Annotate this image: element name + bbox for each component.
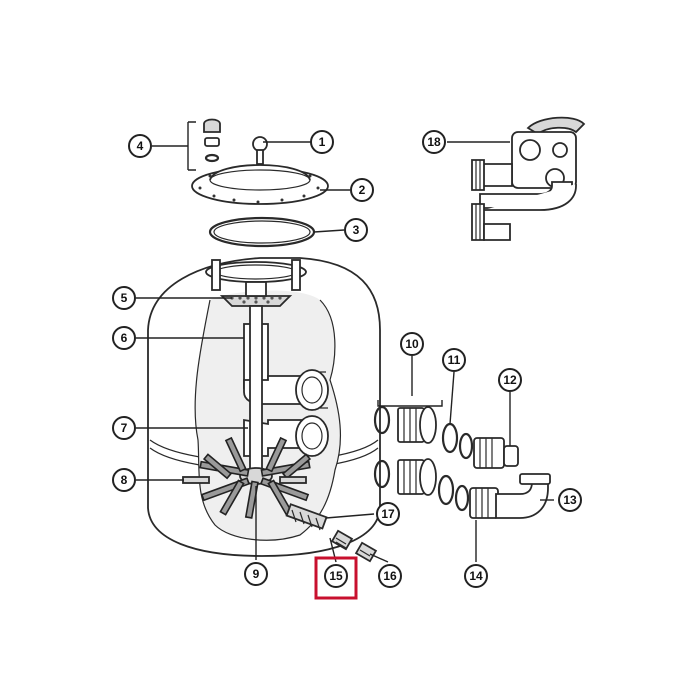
air-release-knob xyxy=(252,136,268,165)
drain-screen xyxy=(285,503,328,531)
svg-text:18: 18 xyxy=(427,135,441,149)
callout-2: 2 xyxy=(350,178,374,202)
callout-8: 8 xyxy=(112,468,136,492)
svg-text:16: 16 xyxy=(383,569,397,583)
svg-text:10: 10 xyxy=(405,337,419,351)
svg-text:1: 1 xyxy=(319,135,326,149)
svg-text:13: 13 xyxy=(563,493,577,507)
highlight-box-part-15 xyxy=(314,556,358,600)
diffuser xyxy=(219,281,293,307)
svg-text:2: 2 xyxy=(359,183,366,197)
multiport-valve xyxy=(471,116,586,241)
callout-1: 1 xyxy=(310,130,334,154)
lower-union-connector xyxy=(454,484,499,519)
svg-text:8: 8 xyxy=(121,473,128,487)
svg-text:5: 5 xyxy=(121,291,128,305)
upper-union-connector xyxy=(458,432,519,469)
leader-lines xyxy=(136,121,554,563)
callout-13: 13 xyxy=(558,488,582,512)
svg-text:12: 12 xyxy=(503,373,517,387)
elbow-pipe xyxy=(495,473,551,519)
drain-plug xyxy=(330,529,354,551)
callout-6: 6 xyxy=(112,326,136,350)
callout-18: 18 xyxy=(422,130,446,154)
callout-9: 9 xyxy=(244,562,268,586)
svg-text:17: 17 xyxy=(381,507,395,521)
svg-text:15: 15 xyxy=(329,569,343,583)
svg-text:7: 7 xyxy=(121,421,128,435)
callout-11: 11 xyxy=(442,348,466,372)
svg-text:9: 9 xyxy=(253,567,260,581)
callout-5: 5 xyxy=(112,286,136,310)
svg-text:4: 4 xyxy=(137,139,144,153)
callout-10: 10 xyxy=(400,332,424,356)
drain-cap xyxy=(354,541,378,563)
filter-lid xyxy=(191,164,329,205)
callout-15: 15 xyxy=(324,564,348,588)
lateral-collector xyxy=(182,436,312,519)
lower-pipe-assembly xyxy=(243,305,329,477)
union-o-rings xyxy=(437,422,459,506)
svg-text:11: 11 xyxy=(448,353,461,367)
callout-3: 3 xyxy=(344,218,368,242)
tank-unions xyxy=(373,405,437,496)
svg-text:6: 6 xyxy=(121,331,128,345)
small-parts-kit xyxy=(203,118,221,163)
callout-14: 14 xyxy=(464,564,488,588)
lid-o-ring xyxy=(208,216,316,248)
svg-text:14: 14 xyxy=(469,569,483,583)
svg-text:3: 3 xyxy=(353,223,360,237)
callout-4: 4 xyxy=(128,134,152,158)
callout-12: 12 xyxy=(498,368,522,392)
callout-17: 17 xyxy=(376,502,400,526)
callout-7: 7 xyxy=(112,416,136,440)
callout-16: 16 xyxy=(378,564,402,588)
